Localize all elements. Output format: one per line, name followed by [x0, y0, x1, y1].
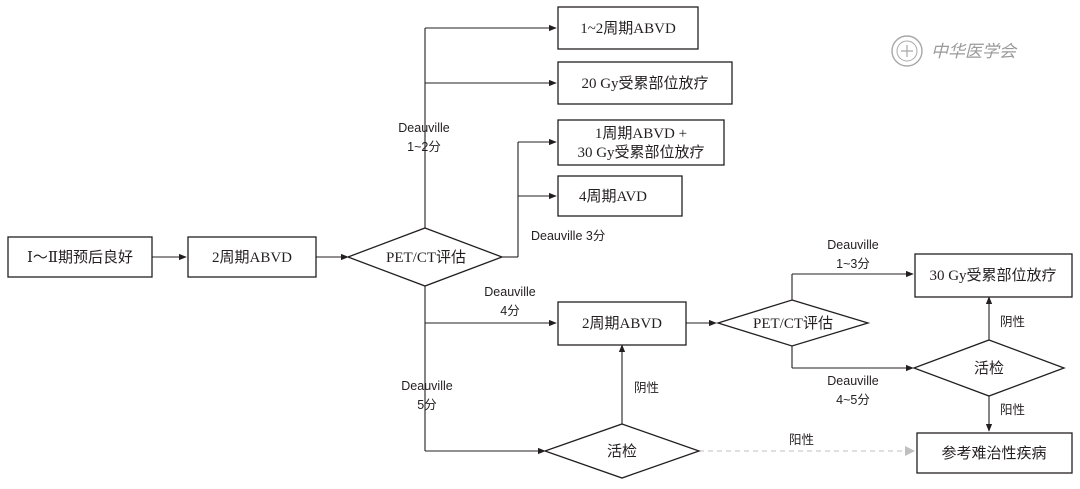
node-abvd-2-cycles-b-label: 2周期ABVD — [582, 315, 662, 332]
decision-biopsy-2-label: 活检 — [974, 360, 1004, 377]
node-refractory: 参考难治性疾病 — [916, 432, 1073, 474]
label-deauville-3: Deauville 3分 — [531, 229, 605, 243]
label-negative-1: 阴性 — [634, 381, 659, 395]
decision-pet-ct-2-label: PET/CT评估 — [753, 315, 833, 332]
node-combo: 1周期ABVD + 30 Gy受累部位放疗 — [557, 119, 725, 166]
label-deauville-4-line2: 4分 — [500, 304, 519, 318]
node-combo-line1: 1周期ABVD + — [595, 125, 687, 142]
label-deauville-4-5-line2: 4~5分 — [836, 393, 870, 407]
label-deauville-4-5-line1: Deauville — [827, 374, 878, 388]
node-avd-4-label: 4周期AVD — [579, 188, 647, 205]
arrow-head-biopsy-1-positive — [905, 446, 915, 456]
label-negative-2: 阴性 — [1000, 315, 1025, 329]
label-deauville-1-3-line1: Deauville — [827, 238, 878, 252]
node-avd-4: 4周期AVD — [557, 175, 683, 217]
decision-biopsy-1: 活检 — [543, 423, 701, 479]
node-abvd-2-cycles: 2周期ABVD — [187, 236, 317, 278]
node-rt-20gy: 20 Gy受累部位放疗 — [557, 61, 733, 105]
node-start-label: Ⅰ～Ⅱ期预后良好 — [27, 249, 133, 266]
node-rt-20gy-label: 20 Gy受累部位放疗 — [581, 75, 708, 92]
label-deauville-4-line1: Deauville — [484, 285, 535, 299]
node-rt-30gy: 30 Gy受累部位放疗 — [914, 253, 1073, 298]
node-abvd-1-2: 1~2周期ABVD — [557, 6, 699, 50]
watermark-seal-icon — [891, 35, 923, 67]
decision-pet-ct-1-label: PET/CT评估 — [386, 249, 466, 266]
node-abvd-2-cycles-label: 2周期ABVD — [212, 249, 292, 266]
watermark: 中华医学会 — [891, 35, 1018, 67]
label-deauville-1-2-line2: 1~2分 — [407, 140, 441, 154]
label-deauville-5-line1: Deauville — [401, 379, 452, 393]
node-refractory-label: 参考难治性疾病 — [941, 445, 1046, 462]
node-abvd-1-2-label: 1~2周期ABVD — [580, 20, 676, 37]
decision-pet-ct-2: PET/CT评估 — [715, 299, 871, 347]
decision-pet-ct-1: PET/CT评估 — [346, 227, 504, 287]
node-start: Ⅰ～Ⅱ期预后良好 — [7, 236, 153, 278]
connectors — [152, 24, 993, 456]
node-rt-30gy-label: 30 Gy受累部位放疗 — [929, 267, 1056, 284]
decision-biopsy-1-label: 活检 — [607, 443, 637, 460]
label-deauville-1-2-line1: Deauville — [398, 121, 449, 135]
watermark-text: 中华医学会 — [931, 42, 1018, 62]
label-deauville-1-3-line2: 1~3分 — [836, 257, 870, 271]
node-abvd-2-cycles-b: 2周期ABVD — [557, 301, 687, 346]
label-positive-2: 阳性 — [1000, 403, 1025, 417]
decision-biopsy-2: 活检 — [912, 339, 1066, 397]
edge-labels: Deauville 1~2分 Deauville 3分 Deauville 4分… — [398, 121, 1025, 447]
label-deauville-5-line2: 5分 — [417, 398, 436, 412]
node-combo-line2: 30 Gy受累部位放疗 — [577, 144, 704, 161]
label-positive-1: 阳性 — [789, 433, 814, 447]
